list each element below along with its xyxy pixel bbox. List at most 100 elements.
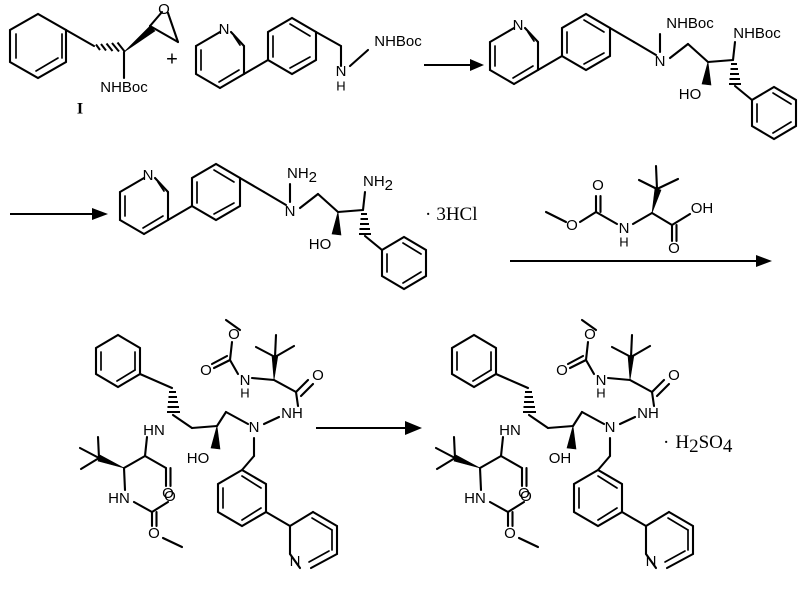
nh-label-g: NH: [637, 405, 659, 422]
phenyl-ring: [8, 12, 68, 80]
arrow-4: [316, 421, 422, 435]
arrow-1: [424, 59, 484, 71]
pyridine-nitrogen-g: N: [646, 553, 657, 570]
pyridine-nitrogen-c: N: [513, 17, 524, 34]
tert-butyl-group-f1: [78, 435, 101, 471]
hydrazine-n-label-c: N: [655, 53, 666, 70]
tert-butyl-group-f2: [254, 333, 296, 359]
phenylene-ring-b: [266, 16, 318, 76]
structure-free-amine-trihydrochloride: N N NH2 HO NH2: [118, 162, 428, 291]
pyridine-nitrogen-f: N: [290, 553, 301, 570]
carbamate-h-label-g: H: [596, 385, 605, 400]
hashed-wedge-stereo: [95, 41, 126, 53]
hydrazide-n-label-g: N: [605, 419, 616, 436]
carbamate-n-label-f: N: [240, 372, 251, 389]
carbamate-ester-oxygen-g2: O: [584, 326, 596, 343]
hashed-wedge-benzyl-d: [359, 213, 371, 235]
arrow-2: [10, 208, 108, 220]
carbamate-h-label-e: H: [619, 234, 628, 249]
amide-oxygen-f2: O: [312, 367, 324, 384]
hn-label-f: HN: [143, 422, 165, 439]
phenylene-ring-c: [560, 12, 612, 72]
hcl-salt-label: ·3HCl: [425, 204, 478, 225]
compound-label-one: I: [77, 101, 83, 118]
bold-wedge-oh-g: [566, 425, 577, 450]
hydrazine-n-label-d: N: [285, 203, 296, 220]
nh2-label-d1: NH2: [287, 165, 317, 186]
hydroxyl-label-e: OH: [691, 200, 714, 217]
structure-epoxide-boc-amine: O NHBoc I: [8, 1, 180, 118]
nhboc-label-b: NHBoc: [374, 33, 422, 50]
arrow-3: [510, 255, 772, 267]
ester-oxygen-label-e: O: [566, 217, 578, 234]
carbamate-n-label-g: N: [596, 372, 607, 389]
epoxide-oxygen-label: O: [158, 1, 170, 18]
epoxide-ring: [148, 10, 180, 44]
structure-n-methoxycarbonyl-tert-leucine: O O N H O OH: [544, 164, 714, 257]
ho-label-f: HO: [187, 450, 210, 467]
nh-label-f: NH: [281, 405, 303, 422]
carbamate-oxygen-g2: O: [556, 362, 568, 379]
hashed-wedge-f1: [167, 391, 180, 413]
structure-atazanavir-sulfate: HN O HN O O OH N NH O: [434, 318, 695, 570]
hn-label-f2: HN: [108, 490, 130, 507]
bold-wedge-oh-d: [331, 211, 342, 236]
amide-oxygen-f1: O: [162, 485, 174, 502]
amide-oxygen-g1: O: [518, 485, 530, 502]
phenylene-ring-g: [572, 468, 624, 528]
tert-butyl-group-g1: [434, 435, 457, 471]
bold-wedge-tbu-f2: [271, 354, 279, 381]
pyridine-nitrogen-d: N: [143, 167, 154, 184]
tert-butyl-group-e: [637, 164, 680, 191]
phenylene-ring-d: [190, 162, 242, 222]
phenyl-ring-c: [750, 85, 798, 141]
carbamate-oxygen-g1: O: [520, 488, 532, 505]
pyridine-ring-d: [118, 176, 170, 236]
carbamate-ester-oxygen-f2: O: [228, 326, 240, 343]
hashed-wedge-g1: [523, 391, 536, 413]
bold-wedge-oh-f: [210, 425, 221, 450]
nhboc-label-c2: NHBoc: [733, 25, 781, 42]
carbamate-ester-oxygen-f1: O: [148, 525, 160, 542]
nhboc-label-a: NHBoc: [100, 79, 148, 96]
phenyl-ring-d: [380, 235, 428, 291]
carbamate-oxygen-f1: O: [164, 488, 176, 505]
phenylene-ring-f: [216, 468, 268, 528]
pyridine-ring-c: [488, 26, 540, 86]
tert-butyl-group-g2: [610, 333, 652, 359]
nh2-label-d2: NH2: [363, 173, 393, 194]
plus-sign-1: +: [166, 48, 178, 70]
bold-wedge-tbu-f1: [97, 454, 125, 469]
pyridine-nitrogen-b: N: [219, 21, 230, 38]
amide-oxygen-g2: O: [668, 367, 680, 384]
pyridine-ring-g: [644, 510, 695, 570]
acid-carbonyl-oxygen-e: O: [668, 240, 680, 257]
carbamate-ester-oxygen-g1: O: [504, 525, 516, 542]
phenyl-ring-f: [94, 333, 142, 389]
hydrazine-nh-h-label: H: [336, 78, 345, 93]
nhboc-label-c1: NHBoc: [666, 15, 714, 32]
carbamate-oxygen-f2: O: [200, 362, 212, 379]
pyridine-ring-b: [194, 30, 246, 90]
bold-wedge-tbu-g2: [627, 354, 635, 381]
phenyl-ring-g: [450, 333, 498, 389]
hydrazide-n-label-f: N: [249, 419, 260, 436]
hydrazine-nh-n-label: N: [336, 63, 347, 80]
structure-boc-hydrazine-bipyridyl: N N H NHBoc: [194, 16, 422, 93]
bold-wedge-epoxide: [123, 25, 156, 53]
sulfate-salt-label: ·H2SO4: [663, 432, 733, 457]
ho-label-c: HO: [679, 86, 702, 103]
bold-wedge-tbu-g1: [453, 454, 481, 469]
hn-label-g: HN: [499, 422, 521, 439]
pyridine-ring-f: [288, 510, 339, 570]
carbamate-n-label-e: N: [619, 220, 630, 237]
hashed-wedge-benzyl-c: [729, 63, 741, 85]
oh-label-g: OH: [549, 450, 572, 467]
structure-atazanavir-free-base: HN O HN O O HO N NH: [78, 318, 339, 570]
carbamate-h-label-f: H: [240, 385, 249, 400]
hn-label-g2: HN: [464, 490, 486, 507]
ho-label-d: HO: [309, 236, 332, 253]
carbonyl-oxygen-label-e: O: [592, 177, 604, 194]
bold-wedge-oh-c: [701, 61, 712, 86]
